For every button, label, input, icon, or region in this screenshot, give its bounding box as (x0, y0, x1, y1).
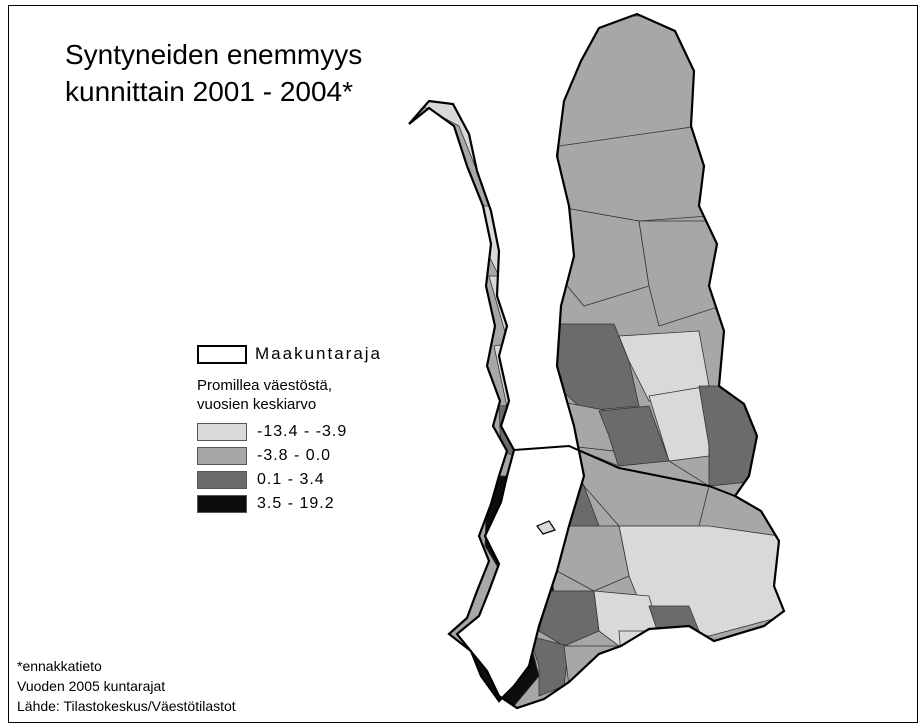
municipality-map (408, 12, 786, 710)
province-boundary (513, 444, 736, 497)
border-label: Maakuntaraja (255, 344, 383, 363)
municipality-kuusamo (568, 445, 710, 527)
legend-class-4: 3.5 - 19.2 (197, 492, 382, 516)
swatch-class-1 (197, 423, 247, 441)
legend-heading: Promillea väestöstä, vuosien keskiarvo (197, 377, 333, 413)
municipality-pyhajarvi (618, 630, 670, 667)
municipality-tervola (498, 400, 570, 462)
legend-class-2: -3.8 - 0.0 (197, 444, 382, 468)
class-label-3: 0.1 - 3.4 (257, 471, 325, 488)
legend-class-3: 0.1 - 3.4 (197, 468, 382, 492)
swatch-class-4 (197, 495, 247, 513)
class-label-1: -13.4 - -3.9 (257, 423, 348, 440)
legend-class-list: -13.4 - -3.9 -3.8 - 0.0 0.1 - 3.4 3.5 - … (197, 420, 382, 516)
map-frame: Syntyneiden enemmyys kunnittain 2001 - 2… (8, 5, 918, 723)
footnotes: *ennakkatieto Vuoden 2005 kuntarajat Läh… (17, 656, 236, 716)
swatch-class-3 (197, 471, 247, 489)
swatch-class-2 (197, 447, 247, 465)
municipality-kalajoki (528, 635, 570, 697)
footnote-preliminary: *ennakkatieto (17, 658, 102, 674)
footnote-source: Lähde: Tilastokeskus/Väestötilastot (17, 698, 236, 714)
legend-border-entry: Maakuntaraja (197, 344, 382, 364)
border-swatch (197, 344, 247, 364)
municipality-enontekio (409, 95, 570, 212)
class-label-2: -3.8 - 0.0 (257, 447, 332, 464)
island (536, 520, 556, 535)
legend: Maakuntaraja Promillea väestöstä, vuosie… (197, 344, 382, 516)
footnote-boundaries: Vuoden 2005 kuntarajat (17, 678, 166, 694)
map-title: Syntyneiden enemmyys kunnittain 2001 - 2… (65, 39, 363, 107)
class-label-4: 3.5 - 19.2 (257, 495, 335, 512)
region-border (408, 12, 786, 710)
legend-class-1: -13.4 - -3.9 (197, 420, 382, 444)
